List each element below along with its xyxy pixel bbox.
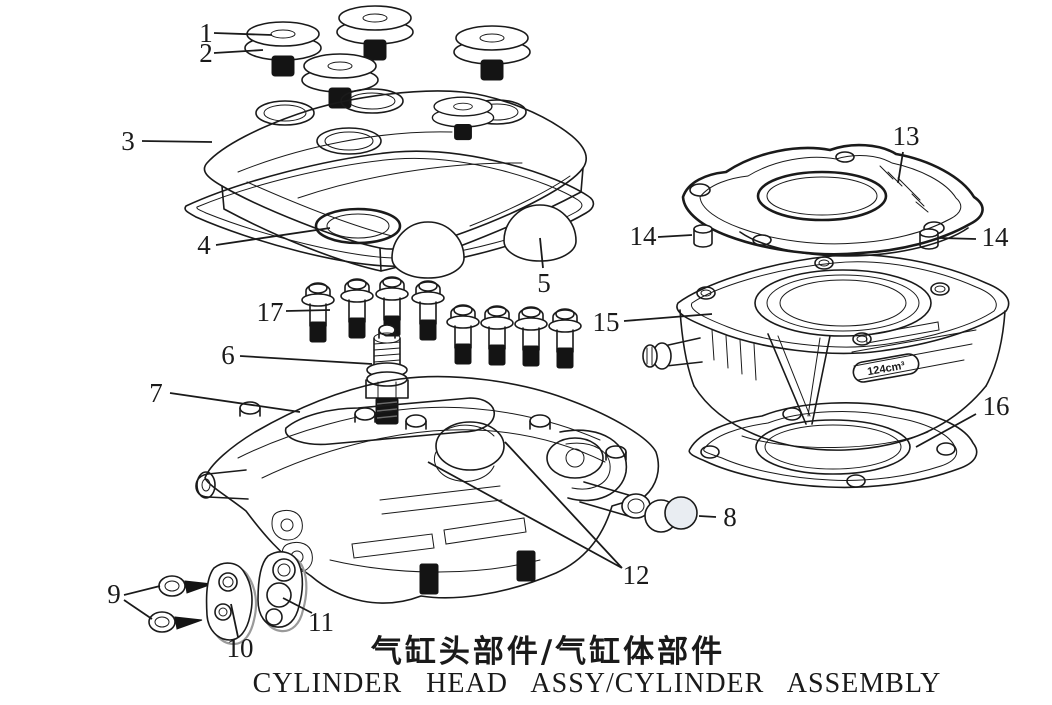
callout-2: 2 (199, 38, 213, 68)
callout-5: 5 (537, 268, 551, 298)
title-english: CYLINDER HEAD ASSY/CYLINDER ASSEMBLY (253, 668, 942, 699)
callout-11: 11 (308, 607, 334, 637)
part-cap-nut-washer-set (244, 5, 531, 109)
part-cylinder-head (195, 375, 660, 604)
part-plate-three-holes (257, 551, 308, 633)
callout-16: 16 (983, 391, 1010, 421)
callout-1: 1 (199, 18, 213, 48)
part-head-gasket (681, 143, 984, 257)
callout-12: 12 (623, 560, 650, 590)
callout-8: 8 (723, 502, 737, 532)
part-base-gasket (688, 402, 978, 489)
part-dome-seals (391, 204, 577, 279)
callout-14-left: 14 (630, 221, 658, 251)
callout-4: 4 (197, 230, 211, 260)
callout-numbers: 1 2 3 4 5 6 7 8 9 10 11 12 13 14 14 15 1… (107, 18, 1009, 663)
part-flange-bolts (301, 276, 582, 369)
callout-7: 7 (149, 378, 163, 408)
part-plate-two-holes (205, 562, 258, 646)
part-small-bolts (148, 575, 213, 633)
part-valve-cover (203, 88, 587, 272)
part-cover-gasket (184, 150, 595, 267)
callout-3: 3 (121, 126, 135, 156)
leader-lines (123, 32, 977, 638)
part-dowel-pin-large (644, 496, 698, 533)
callout-6: 6 (221, 340, 235, 370)
callout-15: 15 (593, 307, 620, 337)
diagram-titles: 气缸头部件/气缸体部件 CYLINDER HEAD ASSY/CYLINDER … (253, 634, 942, 699)
callout-10: 10 (227, 633, 254, 663)
callout-17: 17 (257, 297, 284, 327)
title-chinese: 气缸头部件/气缸体部件 (370, 634, 725, 670)
part-cylinder-block: 124cm³ (642, 254, 1010, 451)
callout-9: 9 (107, 579, 121, 609)
part-dowel-pins-small (693, 224, 939, 250)
callout-14-right: 14 (982, 222, 1010, 252)
callout-13: 13 (893, 121, 920, 151)
